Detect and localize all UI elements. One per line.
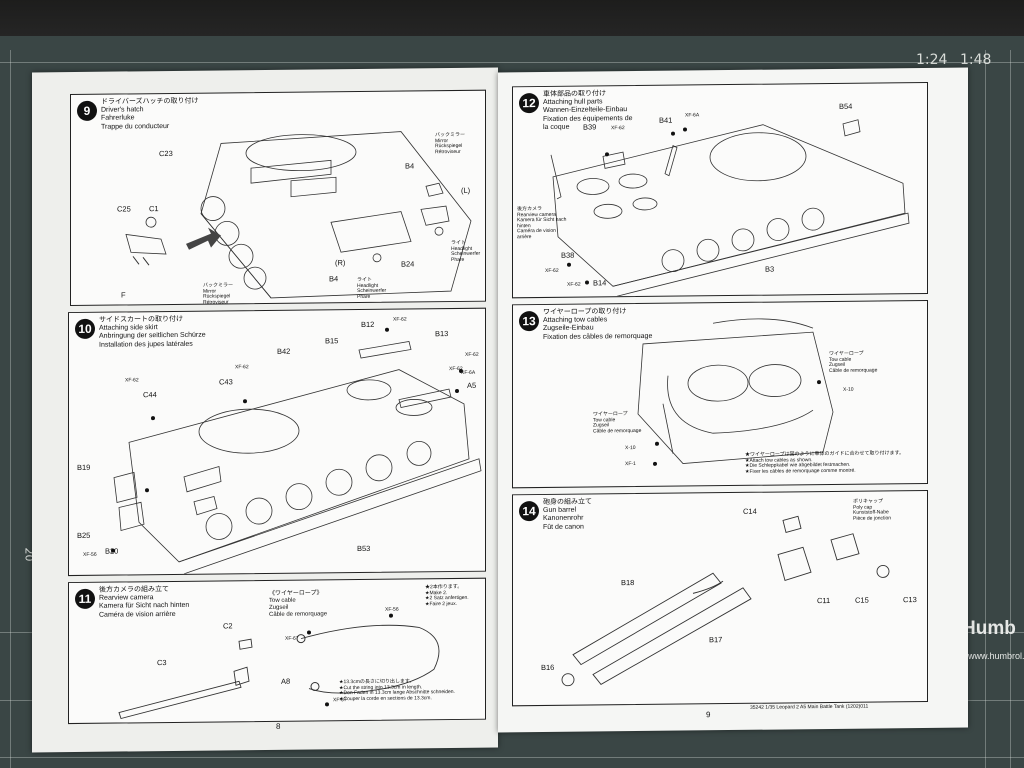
part-label: C44 bbox=[143, 390, 157, 400]
mat-grid-line bbox=[10, 50, 11, 768]
part-label: A5 bbox=[467, 380, 477, 390]
part-label: C15 bbox=[855, 595, 869, 605]
part-label: C3 bbox=[157, 658, 167, 668]
paint-code: XF-62 bbox=[567, 281, 581, 288]
paint-code: X-10 bbox=[843, 386, 854, 393]
part-label: B4 bbox=[329, 274, 339, 284]
part-label: C13 bbox=[903, 595, 917, 605]
part-label: B4 bbox=[405, 161, 415, 171]
part-label: B13 bbox=[435, 329, 449, 339]
part-label: C11 bbox=[817, 595, 831, 606]
paint-code: XF-62 bbox=[125, 377, 139, 384]
part-label: B24 bbox=[401, 259, 415, 269]
cut-note: ★13.3cmの長さに切り出します。★Cut the string into 1… bbox=[339, 678, 455, 703]
part-label: C25 bbox=[117, 204, 131, 214]
make-note: ★2本作ります。★Make 2.★2 Satz anfertigen.★Fair… bbox=[425, 583, 469, 608]
paint-code: XF-62 bbox=[393, 316, 407, 323]
paint-code: XF-56 bbox=[83, 551, 97, 558]
page-number: 9 bbox=[706, 710, 711, 720]
mat-grid-line bbox=[985, 50, 986, 768]
part-label: B19 bbox=[77, 462, 91, 472]
mat-brand-name: Humb bbox=[962, 618, 1016, 639]
part-label: B17 bbox=[709, 635, 723, 645]
part-label: B20 bbox=[105, 546, 119, 556]
part-label: C23 bbox=[159, 148, 173, 159]
part-label: C2 bbox=[223, 621, 233, 631]
part-label: (L) bbox=[461, 185, 471, 195]
part-label: B18 bbox=[621, 578, 635, 588]
part-label: A8 bbox=[281, 676, 291, 686]
page-number: 8 bbox=[276, 721, 281, 731]
part-label: B39 bbox=[583, 122, 597, 132]
part-label: C14 bbox=[743, 506, 757, 516]
paint-code: XF-67 bbox=[333, 697, 347, 704]
mat-grid-line bbox=[1010, 50, 1011, 768]
part-label: C1 bbox=[149, 204, 159, 214]
paint-code: XF-1 bbox=[625, 461, 636, 468]
part-label: B3 bbox=[765, 264, 775, 274]
part-label: B14 bbox=[593, 278, 607, 288]
part-label: B15 bbox=[325, 336, 339, 346]
part-label: B12 bbox=[361, 319, 375, 329]
part-label: B38 bbox=[561, 250, 575, 260]
step-12-drawing bbox=[550, 119, 910, 297]
part-label: B25 bbox=[77, 530, 91, 540]
part-label: (R) bbox=[335, 258, 346, 268]
step-14-drawing bbox=[561, 515, 890, 687]
paint-code: XF-62 bbox=[465, 351, 479, 358]
paint-code: XF-6A bbox=[685, 112, 700, 119]
part-label: F bbox=[121, 290, 126, 300]
part-label: B42 bbox=[277, 346, 291, 356]
page-footer: 35242 1/35 Leopard 2 A5 Main Battle Tank… bbox=[750, 703, 869, 711]
mat-scale-label: 1:24 bbox=[916, 52, 948, 68]
step-10-drawing bbox=[111, 327, 482, 575]
part-label: B53 bbox=[357, 543, 371, 554]
part-label: B16 bbox=[541, 662, 555, 673]
attach-note: ★ワイヤーロープは図のように車体のガイドに合わせて取り付けます。★Attach … bbox=[745, 450, 905, 475]
paint-code: XF-62 bbox=[611, 125, 625, 132]
part-label: C43 bbox=[219, 377, 233, 387]
paint-code: XF-67 bbox=[285, 635, 299, 642]
step-9-drawing bbox=[125, 131, 472, 299]
mat-grid-line bbox=[0, 757, 1024, 758]
mat-scale-label: 1:48 bbox=[960, 52, 992, 68]
part-label: B54 bbox=[839, 101, 853, 111]
paint-code: XF-56 bbox=[385, 606, 399, 613]
part-label: B41 bbox=[659, 115, 673, 125]
mat-grid-line bbox=[0, 62, 1024, 63]
paint-code: X-10 bbox=[625, 445, 636, 452]
mat-brand-url: www.humbrol.co bbox=[968, 651, 1024, 661]
paint-code: XF-62 bbox=[235, 364, 249, 371]
paint-code: XF-6A bbox=[461, 369, 476, 376]
paint-code: XF-62 bbox=[545, 267, 559, 274]
step-13-drawing bbox=[637, 318, 834, 466]
step-11-drawing bbox=[118, 613, 440, 720]
